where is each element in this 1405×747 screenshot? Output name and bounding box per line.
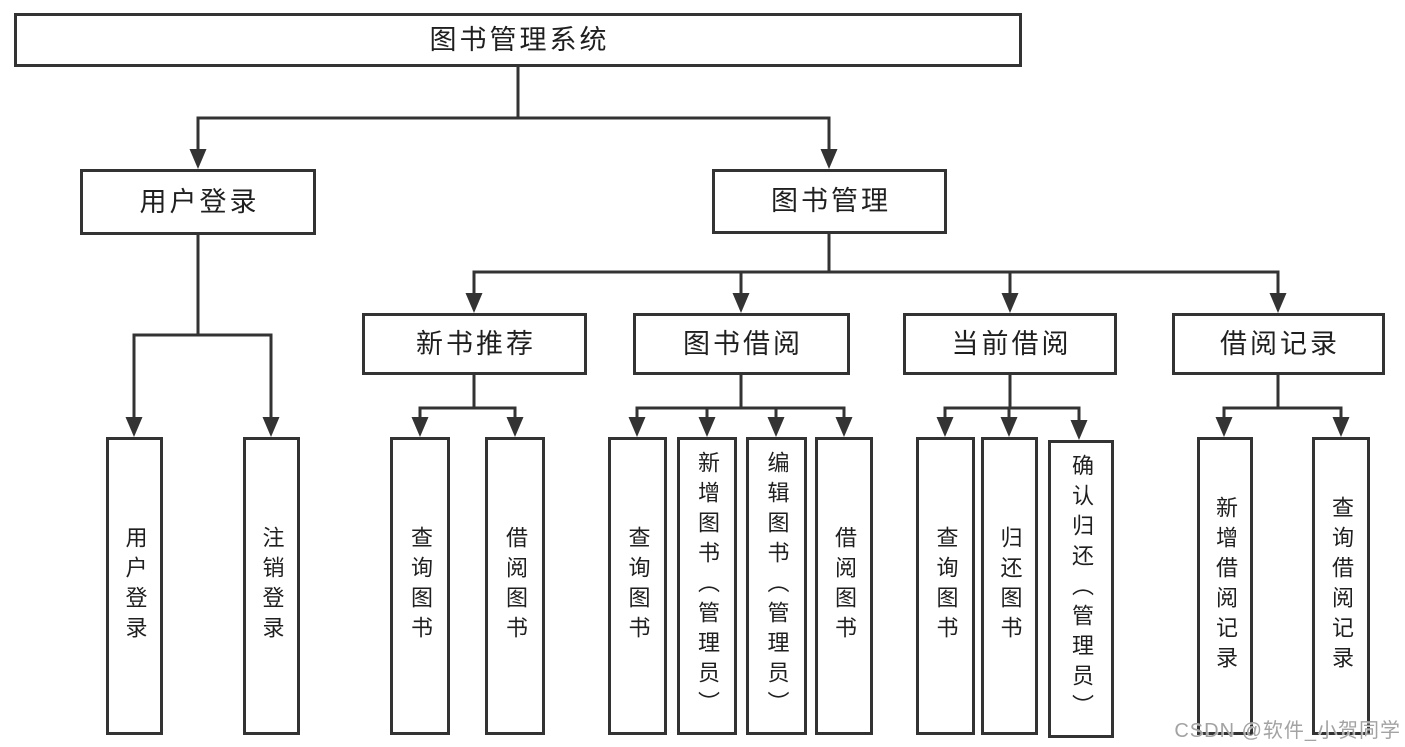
node-leaf-borrow-books-2: 借阅图书: [815, 437, 873, 735]
arrowhead-icon: [1001, 293, 1019, 313]
node-leaf-query-record: 查询借阅记录: [1312, 437, 1370, 735]
arrowhead-icon: [1332, 417, 1350, 437]
arrowhead-icon: [465, 293, 483, 313]
arrowhead-icon: [698, 417, 716, 437]
arrowhead-icon: [835, 417, 853, 437]
arrowhead-icon: [262, 417, 280, 437]
arrowhead-icon: [1000, 417, 1018, 437]
arrowhead-icon: [189, 149, 207, 169]
arrowhead-icon: [936, 417, 954, 437]
arrowhead-icon: [506, 417, 524, 437]
node-leaf-query-books-1: 查询图书: [390, 437, 450, 735]
arrowhead-icon: [411, 417, 429, 437]
arrowhead-icon: [125, 417, 143, 437]
node-borrowing-records: 借阅记录: [1172, 313, 1385, 375]
node-new-book-recommend: 新书推荐: [362, 313, 587, 375]
arrowhead-icon: [1070, 420, 1088, 440]
node-leaf-borrow-books-1: 借阅图书: [485, 437, 545, 735]
node-book-borrowing: 图书借阅: [633, 313, 850, 375]
node-leaf-return-book: 归还图书: [981, 437, 1038, 735]
arrowhead-icon: [1215, 417, 1233, 437]
node-leaf-add-record: 新增借阅记录: [1197, 437, 1253, 735]
node-book-management: 图书管理: [712, 169, 947, 234]
arrowhead-icon: [732, 293, 750, 313]
node-leaf-query-books-3: 查询图书: [916, 437, 975, 735]
arrowhead-icon: [820, 149, 838, 169]
node-root-system: 图书管理系统: [14, 13, 1022, 67]
arrowhead-icon: [628, 417, 646, 437]
node-leaf-confirm-return: 确认归还（管理员）: [1048, 440, 1114, 738]
node-leaf-edit-book-admin: 编辑图书（管理员）: [746, 437, 807, 735]
csdn-watermark: CSDN @软件_小贺同学: [1174, 720, 1401, 742]
node-leaf-add-book-admin: 新增图书（管理员）: [677, 437, 737, 735]
node-current-borrowing: 当前借阅: [903, 313, 1117, 375]
node-user-login-branch: 用户登录: [80, 169, 316, 235]
arrowhead-icon: [767, 417, 785, 437]
node-leaf-user-login: 用户登录: [106, 437, 163, 735]
node-leaf-logout: 注销登录: [243, 437, 300, 735]
arrowhead-icon: [1269, 293, 1287, 313]
node-leaf-query-books-2: 查询图书: [608, 437, 667, 735]
